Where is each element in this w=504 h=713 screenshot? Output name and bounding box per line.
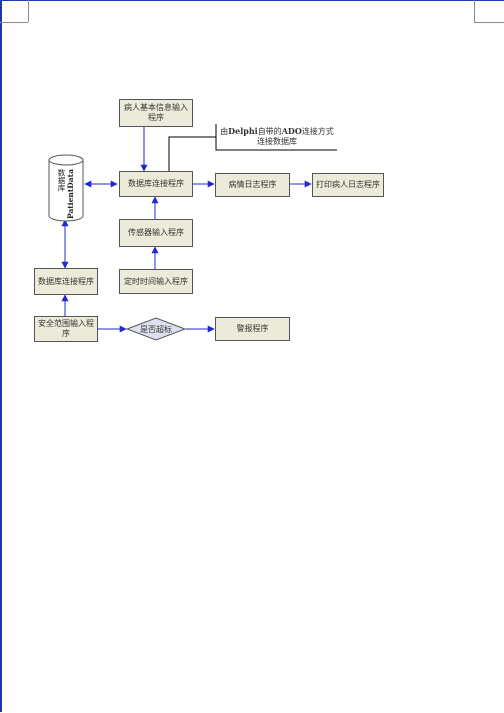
- timer-input-box: 定时时间输入程序: [119, 269, 193, 294]
- decision-diamond: [125, 317, 187, 341]
- alarm-box: 警报程序: [215, 317, 290, 341]
- annotation-prefix: 由: [220, 127, 229, 136]
- database-title: 数据库: [57, 169, 66, 192]
- db-connect-main-box: 数据库连接程序: [119, 171, 193, 197]
- decision-label: 是否超标: [140, 324, 172, 334]
- print-log-box: 打印病人日志程序: [312, 173, 384, 197]
- corner-mark: [28, 0, 29, 22]
- annotation-suffix: 连接方式: [301, 127, 334, 136]
- ado-annotation: 由Delphi自带的ADO连接方式 连接数据库: [218, 126, 336, 147]
- db-connect-left-box: 数据库连接程序: [34, 268, 98, 295]
- corner-mark: [474, 0, 475, 22]
- database-name: PatientData: [66, 169, 75, 219]
- annotation-ado: ADO: [281, 126, 302, 136]
- annotation-line-2: 连接数据库: [257, 137, 297, 146]
- corner-mark: [474, 22, 504, 23]
- annotation-middle: 自带的: [257, 127, 282, 136]
- sensor-input-box: 传感器输入程序: [119, 219, 193, 247]
- database-cylinder: [48, 154, 84, 222]
- patient-info-input-box: 病人基本信息输入程序: [119, 99, 193, 127]
- corner-mark: [0, 22, 28, 23]
- annotation-line-1: 由Delphi自带的ADO连接方式: [218, 126, 336, 137]
- annotation-delphi: Delphi: [228, 126, 258, 136]
- annotation-callout: [168, 124, 337, 171]
- condition-log-box: 病情日志程序: [215, 173, 290, 197]
- safe-range-input-box: 安全范围输入程序: [34, 316, 98, 342]
